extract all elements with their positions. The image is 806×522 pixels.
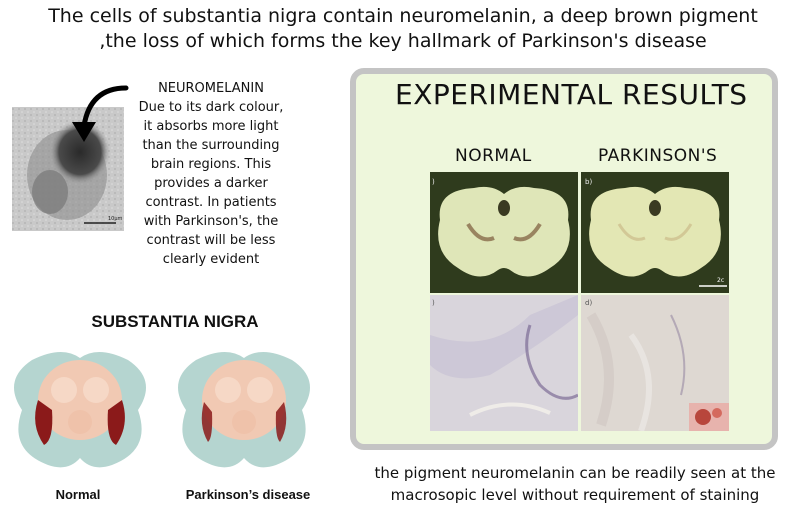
neuromelanin-line: brain regions. This	[150, 157, 272, 172]
column-label-normal: NORMAL	[455, 146, 532, 166]
neuromelanin-micrograph: 10µm	[12, 107, 124, 231]
neuromelanin-heading: NEUROMELANIN	[158, 81, 264, 96]
neuromelanin-line: with Parkinson's, the	[143, 214, 279, 229]
results-caption: the pigment neuromelanin can be readily …	[345, 462, 805, 506]
title-line-1: The cells of substantia nigra contain ne…	[48, 5, 758, 27]
pointer-arrow-icon	[72, 85, 129, 142]
histology-normal: )	[430, 295, 579, 431]
panel-c-label: )	[432, 299, 435, 307]
title-line-2: ,the loss of which forms the key hallmar…	[99, 30, 707, 52]
normal-label: Normal	[55, 487, 101, 502]
neuromelanin-line: clearly evident	[162, 252, 260, 267]
column-label-parkinsons: PARKINSON'S	[598, 146, 718, 166]
histology-parkinsons: d)	[581, 295, 729, 433]
neuromelanin-line: Due to its dark colour,	[138, 100, 284, 115]
neuromelanin-description: NEUROMELANIN Due to its dark colour, it …	[127, 79, 295, 269]
neuromelanin-line: than the surrounding	[142, 138, 280, 153]
neuromelanin-line: it absorbs more light	[143, 119, 279, 134]
gross-specimen-normal: )	[430, 172, 578, 293]
neuromelanin-line: contrast will be less	[146, 233, 276, 248]
micrograph-scale-label: 10µm	[108, 216, 123, 222]
neuromelanin-line: provides a darker	[154, 176, 268, 191]
page-title: The cells of substantia nigra contain ne…	[0, 4, 806, 54]
brain-illustration-normal	[14, 351, 146, 468]
panel-d-label: d)	[585, 299, 592, 307]
gross-specimen-parkinsons: b) 2c	[581, 172, 729, 293]
panel-b-label: b)	[585, 178, 592, 186]
caption-line-1: the pigment neuromelanin can be readily …	[374, 464, 776, 482]
caption-line-2: macrosopic level without requirement of …	[390, 486, 760, 504]
experimental-results-title: EXPERIMENTAL RESULTS	[395, 78, 748, 111]
neuromelanin-line: contrast. In patients	[145, 195, 277, 210]
gross-scale-label: 2c	[717, 277, 724, 284]
substantia-nigra-title: SUBSTANTIA NIGRA	[91, 312, 259, 331]
brain-illustration-parkinsons	[178, 351, 310, 468]
parkinsons-label: Parkinson’s disease	[185, 487, 311, 502]
panel-a-label: )	[432, 178, 435, 186]
